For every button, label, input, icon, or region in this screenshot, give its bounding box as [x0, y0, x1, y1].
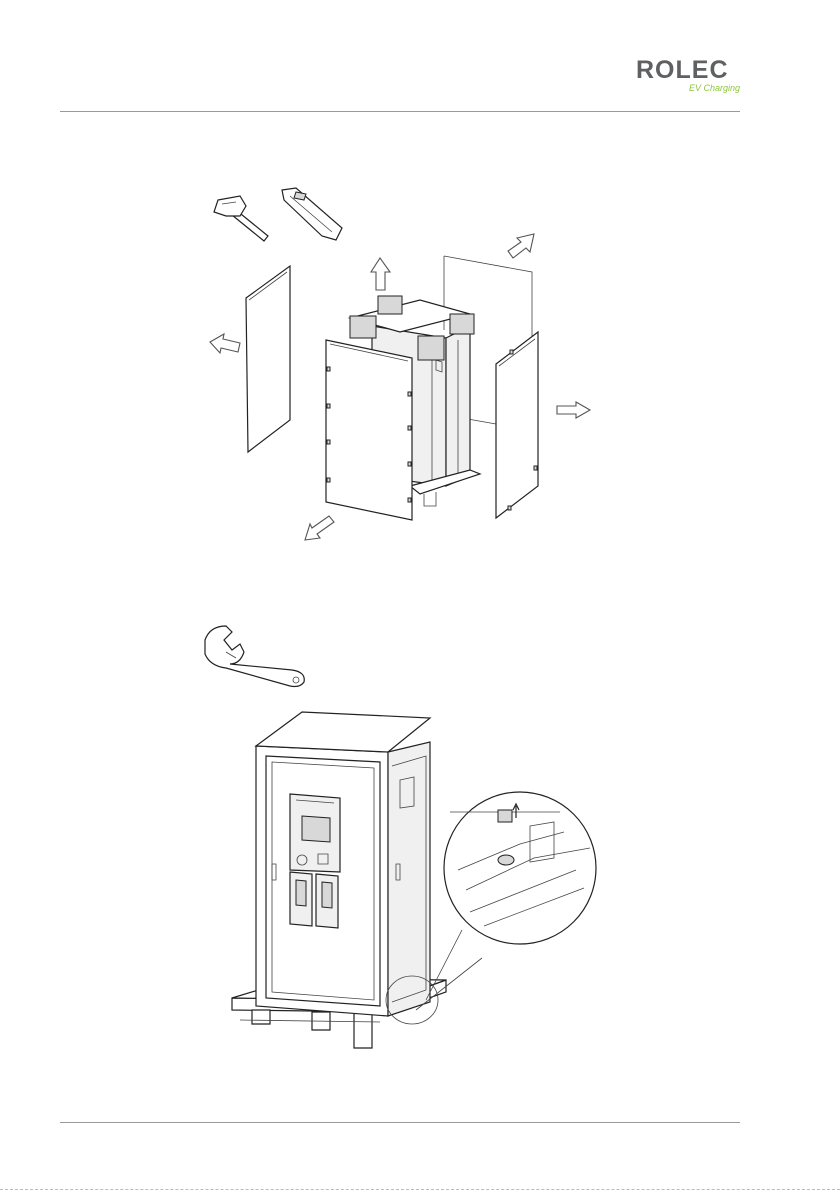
- adjustable-wrench-icon: [205, 626, 304, 687]
- arrow-right: [557, 402, 590, 418]
- page-cut-line: [0, 1189, 840, 1190]
- arrow-up-right: [508, 234, 534, 258]
- bolt-detail-callout: [444, 792, 596, 944]
- arrow-up: [371, 258, 390, 290]
- footer-divider: [60, 1122, 740, 1123]
- front-panel: [326, 340, 412, 520]
- utility-knife-icon: [282, 188, 342, 240]
- hammer-icon: [214, 196, 268, 241]
- left-panel: [246, 266, 290, 452]
- arrow-down-left: [305, 516, 334, 540]
- arrow-left: [210, 334, 240, 353]
- right-panel: [496, 332, 538, 518]
